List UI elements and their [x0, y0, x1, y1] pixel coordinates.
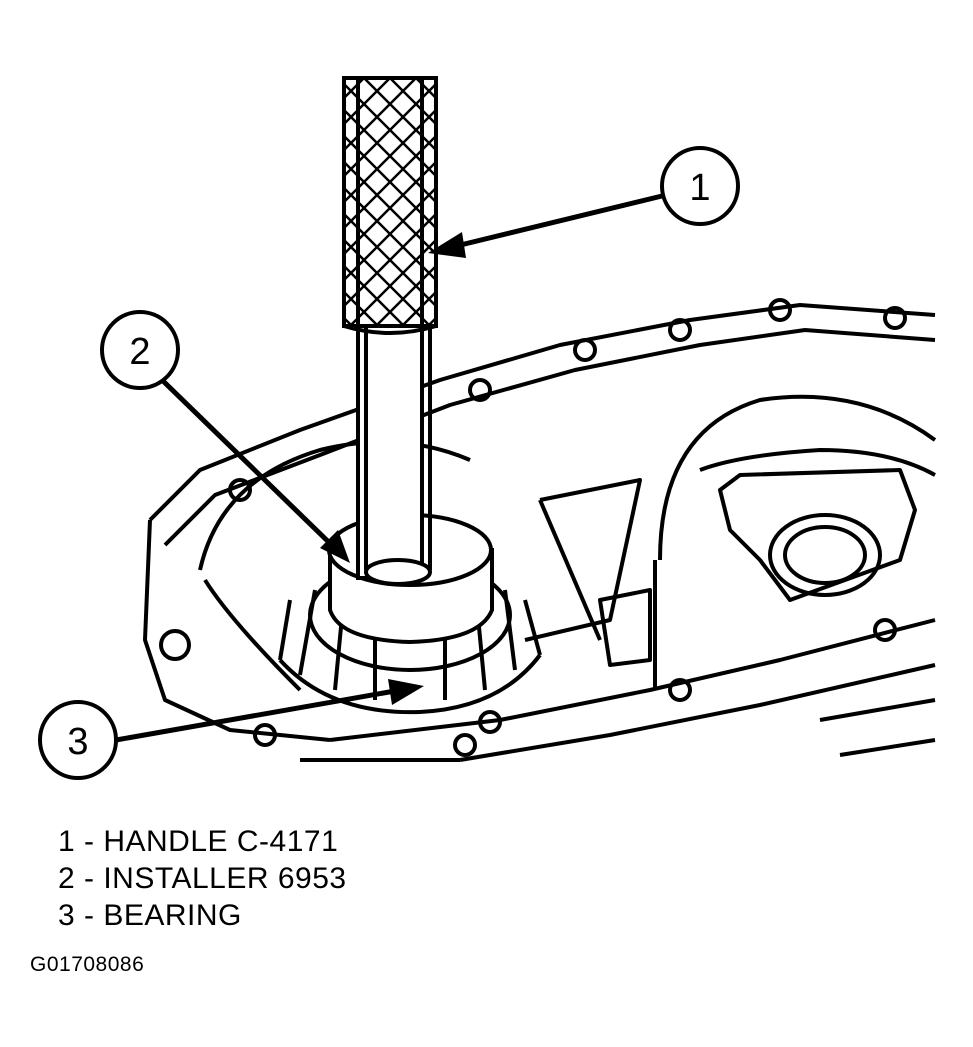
callout-2: 2 — [100, 310, 350, 563]
figure-id: G01708086 — [30, 953, 145, 976]
transfer-case-illustration: 1 2 3 — [38, 76, 937, 780]
callout-3-number: 3 — [67, 721, 88, 763]
handle-c-4171 — [342, 76, 438, 586]
legend-item-1: 1 - HANDLE C-4171 — [58, 825, 339, 858]
case-housing — [143, 298, 937, 762]
callout-2-number: 2 — [129, 331, 150, 373]
callout-1-number: 1 — [689, 167, 710, 209]
legend-item-3: 3 - BEARING — [58, 899, 242, 932]
parts-legend: 1 - HANDLE C-4171 2 - INSTALLER 6953 3 -… — [58, 823, 347, 934]
legend-item-2: 2 - INSTALLER 6953 — [58, 862, 347, 895]
callout-3: 3 — [38, 679, 424, 780]
callout-1: 1 — [428, 146, 740, 258]
